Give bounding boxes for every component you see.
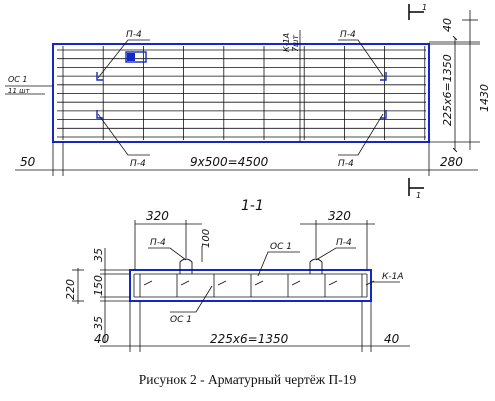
section-view bbox=[72, 220, 410, 352]
section-title: 1-1 bbox=[241, 198, 264, 214]
section-dim-right-320: 320 bbox=[328, 209, 351, 223]
section-dim-35-top: 35 bbox=[92, 248, 105, 262]
filled-mark bbox=[127, 53, 135, 61]
plan-label-os1-count: 11 шт bbox=[8, 87, 31, 95]
plan-label-k1a: К-1А bbox=[282, 33, 291, 52]
section-cut-markers bbox=[408, 4, 424, 196]
section-label-os1-top: ОС 1 bbox=[270, 242, 292, 252]
plan-label-p4-top-left: П-4 bbox=[126, 30, 142, 40]
section-bar-mark bbox=[217, 280, 227, 286]
plan-label-p4-bottom-right: П-4 bbox=[338, 159, 354, 169]
section-stirrups bbox=[139, 274, 375, 297]
plan-dim-left: 50 bbox=[20, 155, 36, 169]
plan-dim-side: 225х6=1350 bbox=[441, 54, 454, 126]
plan-dim-right: 280 bbox=[440, 155, 463, 169]
section-label-p4-right: П-4 bbox=[336, 238, 352, 248]
plan-outline bbox=[52, 43, 430, 143]
section-dim-100: 100 bbox=[201, 229, 212, 248]
section-dimensions bbox=[72, 220, 410, 352]
section-loops bbox=[179, 258, 323, 274]
plan-dim-top-40: 40 bbox=[441, 18, 454, 32]
plan-right-dimensions bbox=[429, 10, 480, 153]
section-bar-mark bbox=[328, 280, 338, 286]
section-dim-40-right: 40 bbox=[384, 332, 400, 346]
plan-label-p4-bottom-left: П-4 bbox=[130, 159, 146, 169]
plan-dim-total: 1430 bbox=[478, 84, 491, 112]
plan-bottom-dimensions bbox=[15, 142, 478, 176]
section-leaders bbox=[148, 246, 400, 313]
plan-label-os1: ОС 1 bbox=[8, 75, 28, 84]
section-outline bbox=[129, 269, 372, 302]
section-label-k1a: К-1А bbox=[382, 272, 404, 282]
section-dim-40-left: 40 bbox=[94, 332, 110, 346]
section-dim-220: 220 bbox=[64, 279, 77, 300]
section-bars bbox=[133, 273, 368, 298]
section-bar-mark bbox=[143, 280, 153, 286]
plan-dim-bottom: 9х500=4500 bbox=[190, 155, 269, 169]
lifting-loops bbox=[96, 51, 387, 119]
section-bar-mark bbox=[254, 280, 264, 286]
plan-leaders bbox=[5, 39, 384, 156]
section-mark-bottom: 1 bbox=[416, 191, 421, 200]
section-mark-top: 1 bbox=[422, 3, 427, 12]
plan-label-p4-top-right: П-4 bbox=[340, 30, 356, 40]
plan-longitudinal-bars bbox=[57, 49, 426, 138]
section-dim-left-320: 320 bbox=[146, 209, 169, 223]
figure-caption: Рисунок 2 - Арматурный чертёж П-19 bbox=[138, 372, 357, 387]
section-dim-35-bottom: 35 bbox=[92, 316, 105, 330]
plan-transverse-bars bbox=[62, 46, 426, 140]
section-label-os1-bottom: ОС 1 bbox=[170, 315, 192, 325]
plan-label-k1a-count: 7шт bbox=[291, 35, 300, 52]
section-bar-mark bbox=[180, 280, 190, 286]
section-bar-mark bbox=[291, 280, 301, 286]
section-dim-150: 150 bbox=[92, 275, 105, 296]
section-label-p4-left: П-4 bbox=[150, 238, 166, 248]
plan-view bbox=[5, 4, 480, 196]
section-dim-bottom: 225х6=1350 bbox=[210, 332, 289, 346]
